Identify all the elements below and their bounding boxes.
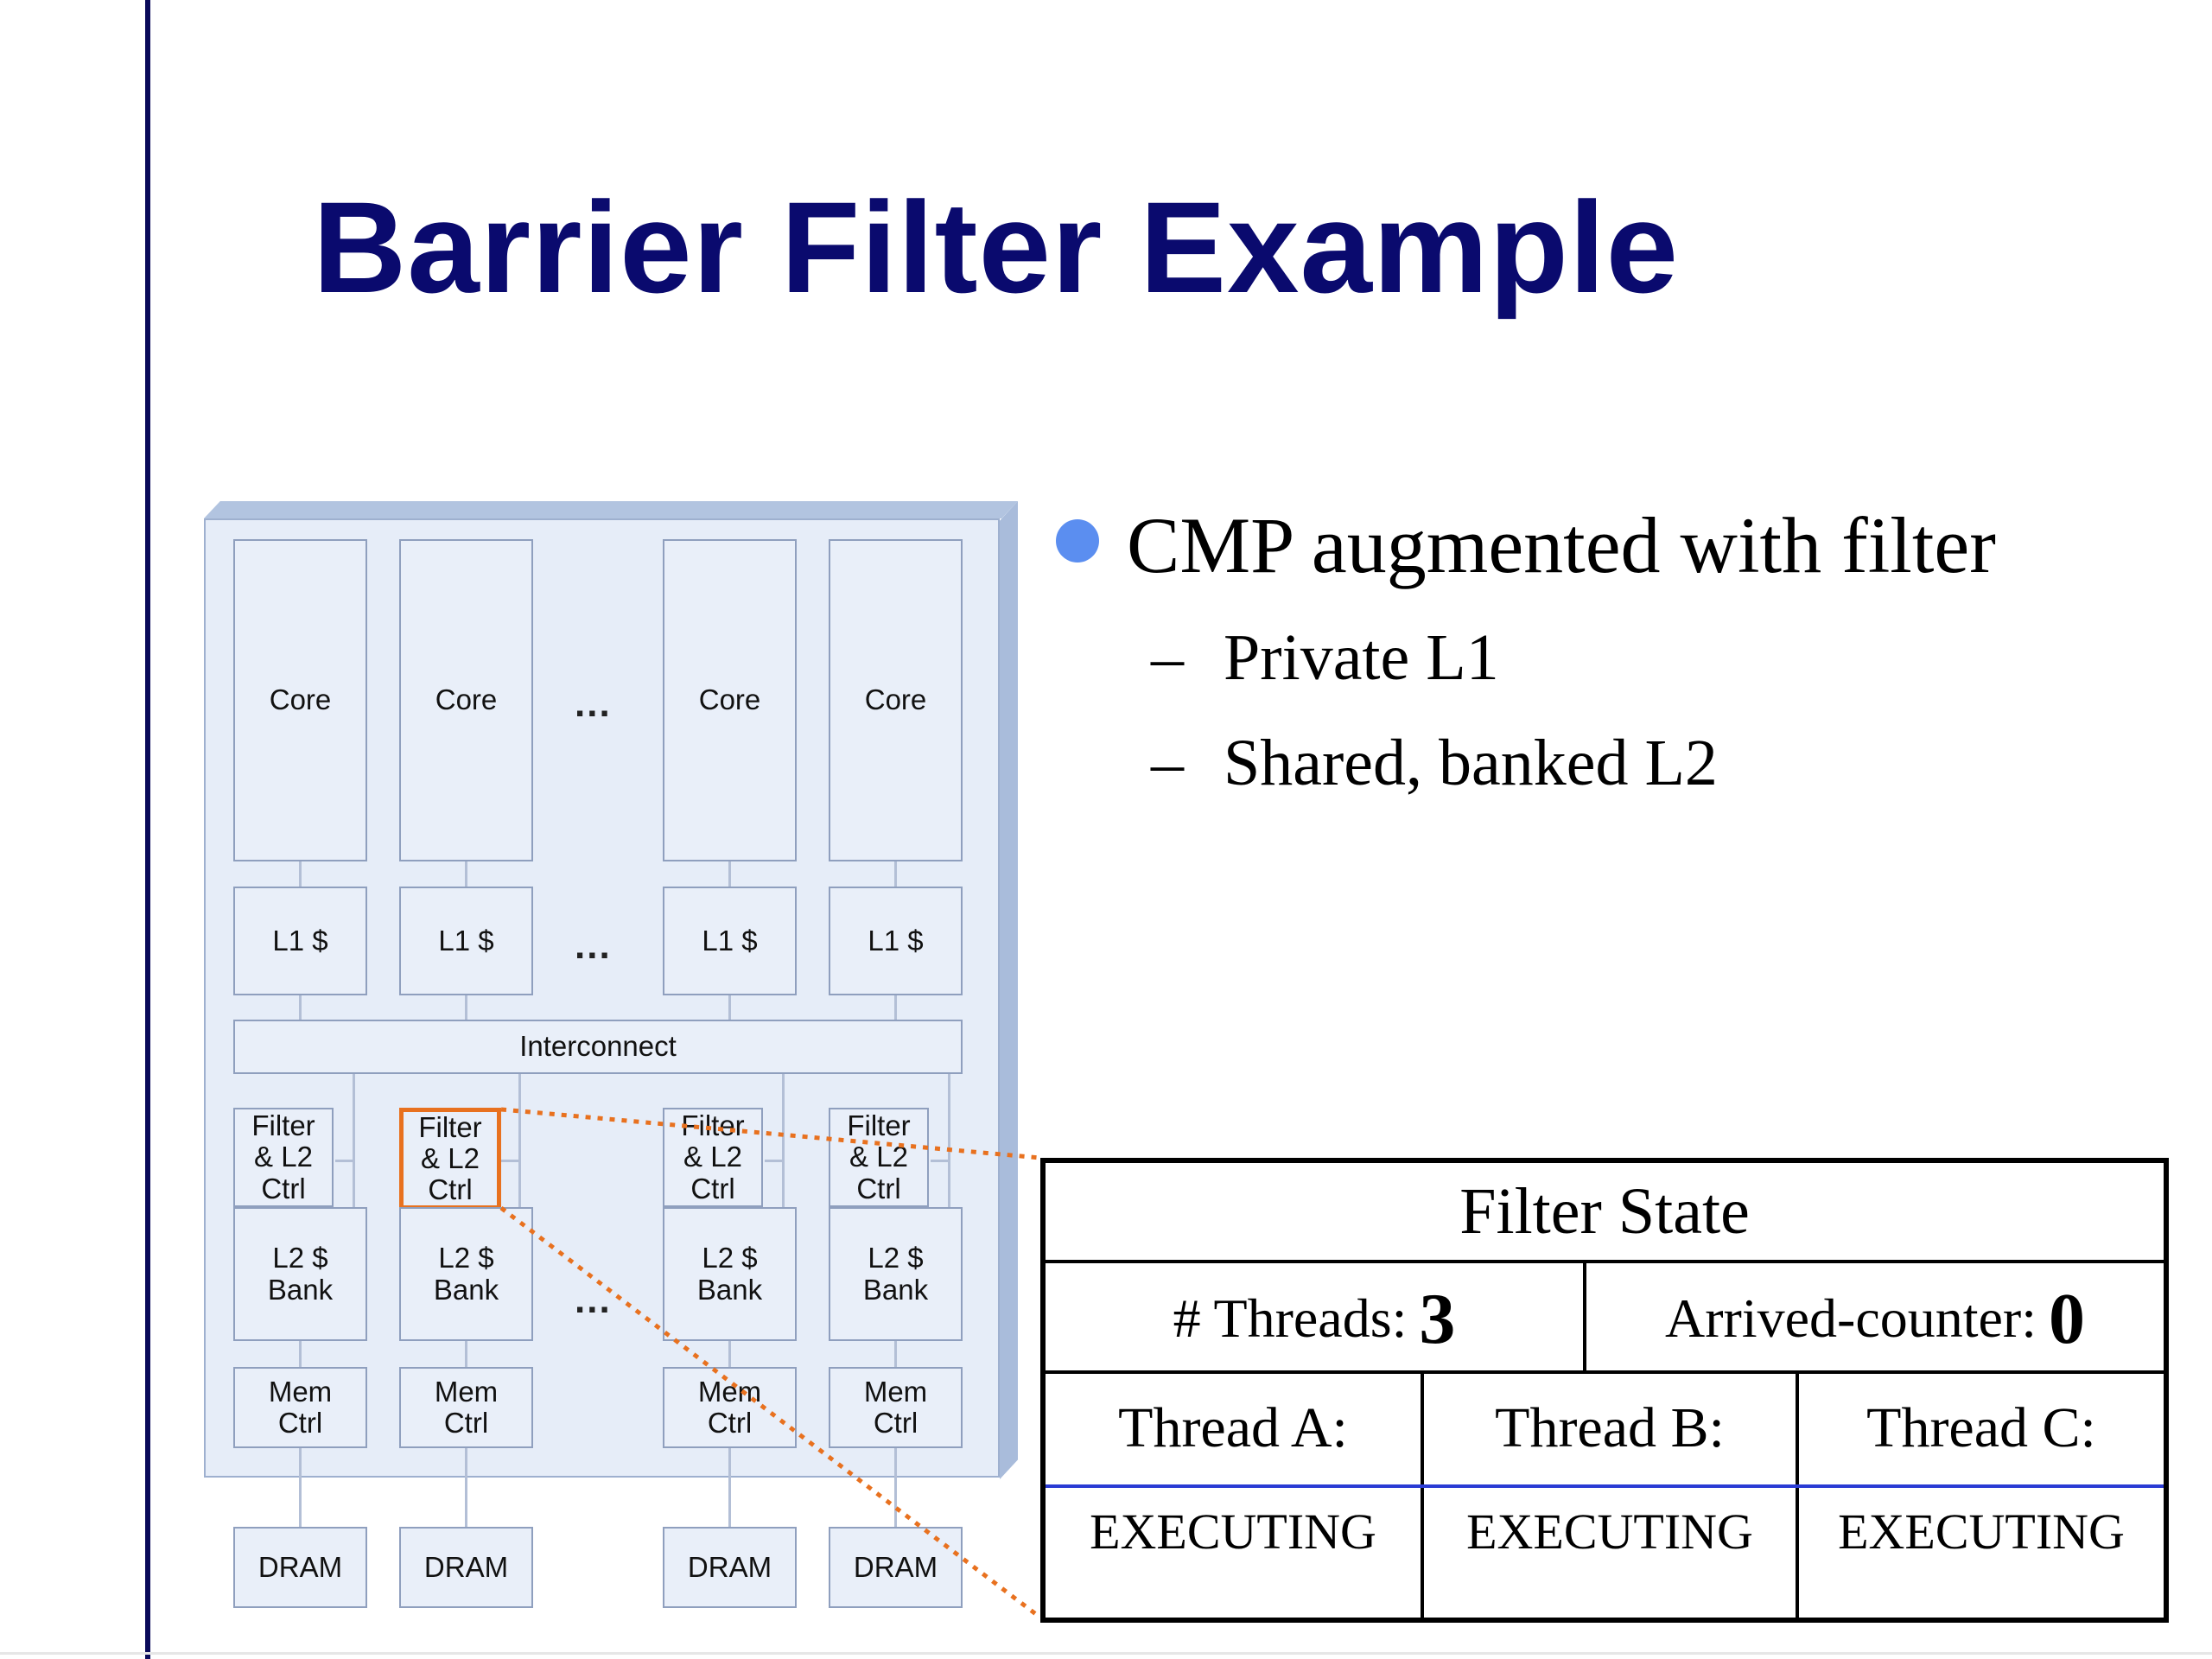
dram-box: DRAM [829,1527,963,1608]
divider [1796,1374,1799,1623]
wire [465,1447,467,1527]
bottom-line [0,1652,2212,1655]
chip-side-face [1000,501,1018,1479]
mem-ctrl-box: Mem Ctrl [399,1367,533,1448]
mem-ctrl-box: Mem Ctrl [663,1367,797,1448]
l1-ellipsis: ... [575,925,612,967]
wire [894,860,897,887]
core-box: Core [829,539,963,861]
divider [1421,1374,1424,1623]
mem-ctrl-box: Mem Ctrl [233,1367,367,1448]
callout-line-top [500,1107,1041,1160]
filter-state-table: Filter State # Threads: 3 Arrived-counte… [1040,1158,2169,1623]
filter-l2-ctrl-highlighted: Filter & L2 Ctrl [399,1108,501,1210]
thread-b-state: EXECUTING [1466,1503,1753,1560]
divider [1046,1370,2164,1374]
thread-a-state: EXECUTING [1090,1503,1376,1560]
threads-value: 3 [1419,1278,1456,1359]
slide-title: Barrier Filter Example [313,175,1680,320]
chip-top-face [204,501,1018,518]
left-rule [145,0,150,1659]
l1-cache-box: L1 $ [399,887,533,995]
sub-bullet-shared-l2: Shared, banked L2 [1224,727,1718,799]
arrived-label: Arrived-counter: [1664,1287,2037,1349]
dram-box: DRAM [663,1527,797,1608]
threads-count-cell: # Threads: 3 [1046,1263,1583,1374]
divider [1583,1260,1586,1374]
filter-state-header: Filter State [1459,1174,1750,1248]
l1-cache-box: L1 $ [829,887,963,995]
wire [894,1447,897,1527]
filter-l2-ctrl-box: Filter & L2 Ctrl [233,1108,334,1207]
core-box: Core [233,539,367,861]
sub-dash: – [1151,727,1184,799]
wire [894,1341,897,1369]
l1-cache-box: L1 $ [663,887,797,995]
divider [1046,1260,2164,1263]
threads-label: # Threads: [1173,1287,1408,1349]
dram-box: DRAM [399,1527,533,1608]
l2-bank-box: L2 $ Bank [829,1207,963,1341]
bullet-dot [1056,519,1099,563]
wire [465,860,467,887]
wire [728,860,731,887]
wire [728,994,731,1020]
l2-bank-box: L2 $ Bank [663,1207,797,1341]
wire [335,1160,354,1162]
interconnect-box: Interconnect [233,1020,963,1074]
l2-ellipsis: ... [575,1279,612,1321]
wire [894,994,897,1020]
core-ellipsis: ... [575,683,612,725]
wire [501,1160,520,1162]
callout-line-bottom [499,1206,1042,1619]
wire [299,860,302,887]
sub-bullet-private-l1: Private L1 [1224,621,1499,694]
wire [782,1073,785,1211]
bullet-main: CMP augmented with filter [1127,501,1996,589]
wire [518,1073,521,1211]
wire [765,1160,784,1162]
l1-cache-box: L1 $ [233,887,367,995]
filter-l2-ctrl-box: Filter & L2 Ctrl [829,1108,929,1207]
wire [299,994,302,1020]
wire [465,994,467,1020]
wire [728,1341,731,1369]
wire [948,1073,950,1211]
l2-bank-box: L2 $ Bank [233,1207,367,1341]
thread-a-name: Thread A: [1118,1396,1348,1459]
thread-c-name: Thread C: [1866,1396,2096,1459]
sub-dash: – [1151,621,1184,694]
l2-bank-box: L2 $ Bank [399,1207,533,1341]
wire [728,1447,731,1527]
filter-l2-ctrl-box: Filter & L2 Ctrl [663,1108,763,1207]
wire [465,1341,467,1369]
wire [931,1160,950,1162]
dram-box: DRAM [233,1527,367,1608]
wire [299,1341,302,1369]
wire [299,1447,302,1527]
state-divider [1046,1484,2164,1488]
thread-b-name: Thread B: [1495,1396,1725,1459]
core-box: Core [663,539,797,861]
thread-c-state: EXECUTING [1838,1503,2125,1560]
mem-ctrl-box: Mem Ctrl [829,1367,963,1448]
arrived-counter-cell: Arrived-counter: 0 [1586,1263,2164,1374]
core-box: Core [399,539,533,861]
wire [353,1073,355,1211]
arrived-value: 0 [2049,1278,2086,1359]
